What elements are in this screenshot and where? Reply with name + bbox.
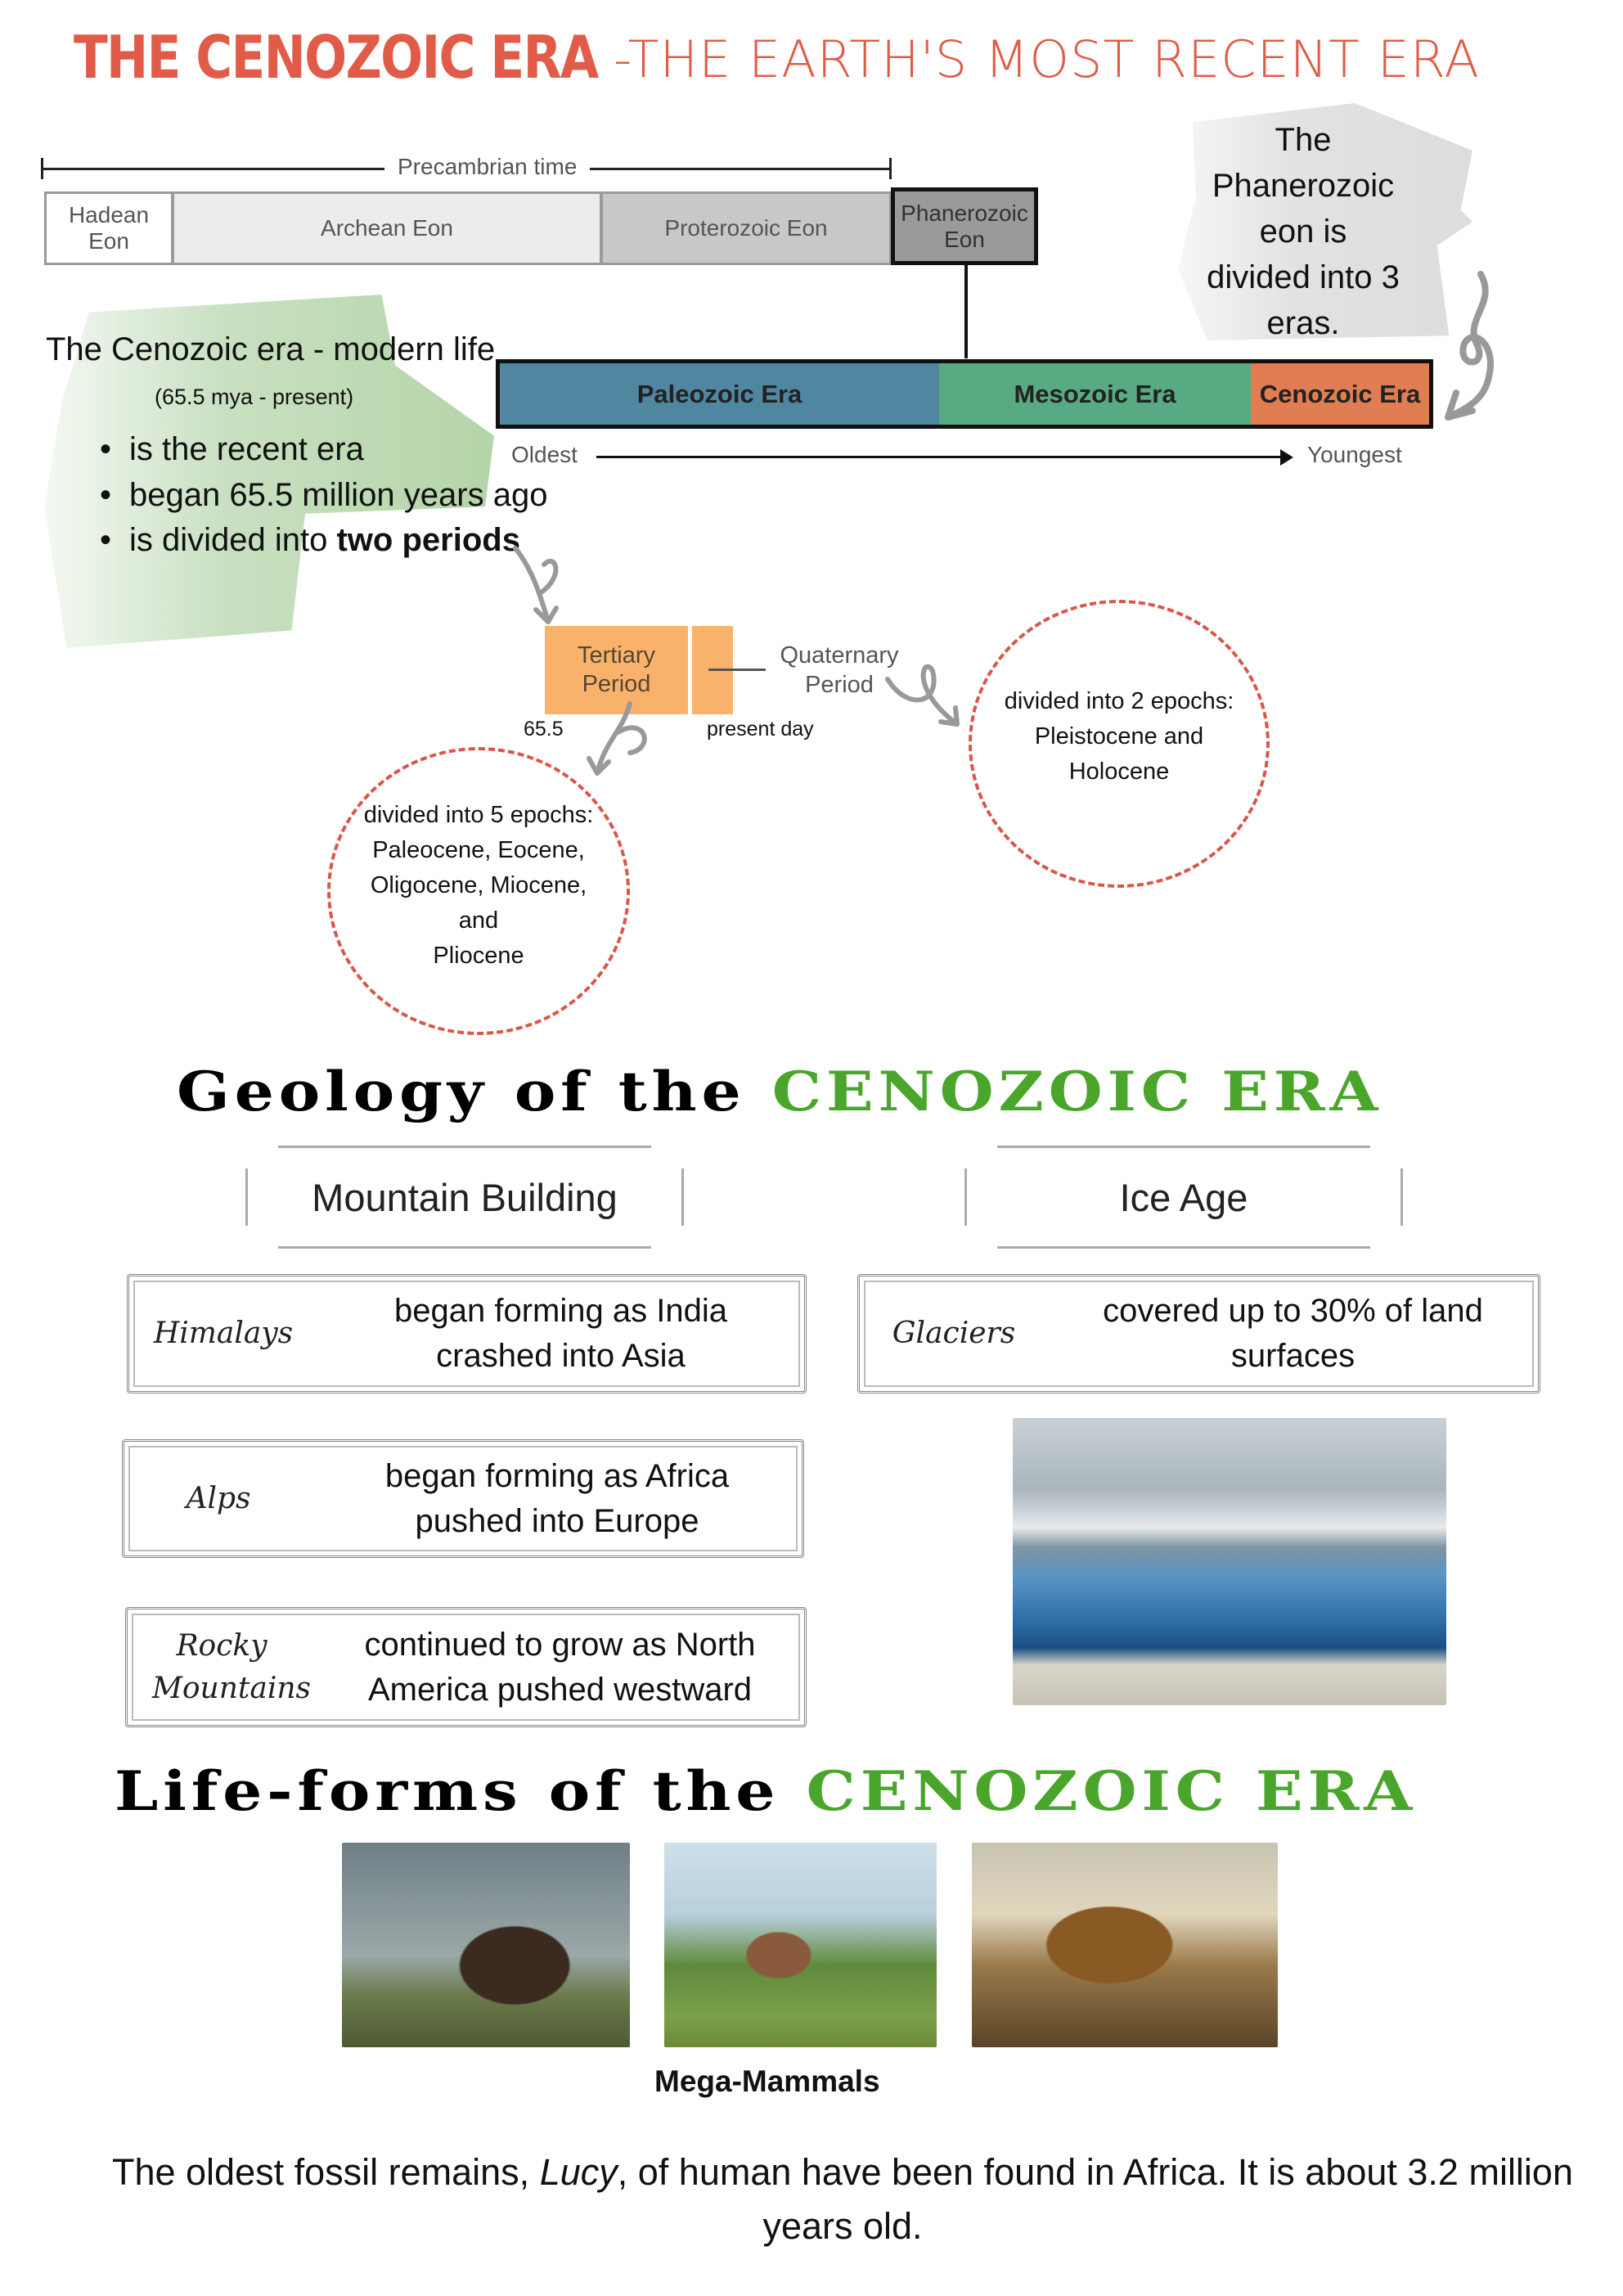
arrow-head-icon bbox=[1280, 449, 1293, 466]
curly-arrow-icon bbox=[513, 546, 559, 624]
curly-arrow-icon bbox=[1445, 271, 1494, 421]
cenozoic-range: (65.5 mya - present) bbox=[155, 385, 354, 409]
era-mesozoic: Mesozoic Era bbox=[939, 363, 1251, 425]
curly-arrow-icon bbox=[587, 701, 647, 776]
tab-ice-age: Ice Age bbox=[964, 1146, 1403, 1249]
card-desc: began forming as India crashed into Asia bbox=[394, 1293, 727, 1374]
life-heading: Life-forms of the CENOZOIC ERA bbox=[115, 1759, 1417, 1823]
bullet-text: is divided into bbox=[129, 522, 337, 558]
geology-heading: Geology of the CENOZOIC ERA bbox=[177, 1060, 1382, 1123]
footer-lucy: Lucy bbox=[539, 2151, 618, 2193]
note-line: eras. bbox=[1266, 305, 1340, 341]
connector-line bbox=[964, 265, 968, 358]
card-label: Glaciers bbox=[892, 1317, 1016, 1350]
card-desc: began forming as Africa pushed into Euro… bbox=[384, 1457, 730, 1539]
bullet-item: is divided into two periods bbox=[100, 522, 520, 559]
footer-text: The oldest fossil remains, Lucy, of huma… bbox=[65, 2145, 1620, 2253]
tertiary-epochs-text: divided into 5 epochs: Paleocene, Eocene… bbox=[327, 798, 630, 974]
sabertooth-image bbox=[972, 1843, 1278, 2047]
period-end: present day bbox=[707, 718, 814, 741]
heading-green: CENOZOIC ERA bbox=[806, 1759, 1417, 1823]
heading-black: Geology of the bbox=[177, 1060, 746, 1123]
tab-label: Ice Age bbox=[1119, 1175, 1248, 1219]
card-label: Himalays bbox=[153, 1317, 294, 1350]
era-cenozoic: Cenozoic Era bbox=[1251, 363, 1429, 425]
card-label: Alps bbox=[186, 1481, 251, 1515]
era-bar: Paleozoic Era Mesozoic Era Cenozoic Era bbox=[496, 359, 1433, 429]
epoch-line: Oligocene, Miocene, bbox=[370, 872, 587, 898]
card-desc: covered up to 30% of land surfaces bbox=[1103, 1293, 1483, 1374]
epoch-line: and bbox=[458, 907, 499, 934]
cenozoic-heading: The Cenozoic era - modern life bbox=[46, 331, 496, 367]
epoch-line: divided into 5 epochs: bbox=[363, 802, 594, 828]
period-start: 65.5 bbox=[524, 718, 564, 741]
tab-mountain-building: Mountain Building bbox=[245, 1146, 684, 1249]
footer-part: , of human have been found in Africa. It… bbox=[617, 2151, 1573, 2247]
mountain-card: Himalays began forming as India crashed i… bbox=[127, 1274, 807, 1393]
time-arrow bbox=[596, 456, 1284, 458]
note-line: eon is bbox=[1259, 214, 1347, 250]
bullet-item: began 65.5 million years ago bbox=[100, 477, 547, 514]
epoch-line: Pliocene bbox=[433, 943, 524, 969]
note-line: The Phanerozoic bbox=[1212, 122, 1395, 204]
phanerozoic-note: The Phanerozoic eon is divided into 3 er… bbox=[1180, 117, 1426, 346]
note-line: divided into 3 bbox=[1207, 259, 1400, 295]
mammoth-image bbox=[342, 1843, 630, 2047]
card-desc: continued to grow as North America pushe… bbox=[364, 1626, 756, 1708]
heading-green: CENOZOIC ERA bbox=[771, 1060, 1383, 1123]
bullet-item: is the recent era bbox=[100, 431, 364, 468]
tertiary-epochs-circle bbox=[327, 747, 630, 1035]
eon-phanerozoic: Phanerozoic Eon bbox=[891, 187, 1038, 265]
footer-part: The oldest fossil remains, bbox=[111, 2151, 540, 2193]
quaternary-label: Quaternary Period bbox=[780, 642, 899, 698]
title-sub: -THE EARTH'S MOST RECENT ERA bbox=[614, 29, 1480, 89]
page-title: THE CENOZOIC ERA -THE EARTH'S MOST RECEN… bbox=[74, 23, 1479, 92]
glacier-image bbox=[1013, 1418, 1446, 1705]
gray-brush-bg bbox=[1178, 103, 1472, 340]
oldest-label: Oldest bbox=[511, 442, 578, 467]
bullet-bold: two periods bbox=[336, 522, 520, 558]
quaternary-line bbox=[708, 669, 766, 671]
tertiary-period: Tertiary Period bbox=[545, 626, 688, 714]
epoch-line: Holocene bbox=[1068, 759, 1170, 785]
card-label: Rocky Mountains bbox=[152, 1628, 312, 1705]
ground-sloth-image bbox=[664, 1843, 937, 2047]
curly-arrow-icon bbox=[885, 664, 960, 727]
quaternary-epochs-text: divided into 2 epochs: Pleistocene and H… bbox=[969, 684, 1270, 790]
youngest-label: Youngest bbox=[1307, 442, 1402, 467]
ice-card: Glaciers covered up to 30% of land surfac… bbox=[857, 1274, 1540, 1393]
eon-proterozoic: Proterozoic Eon bbox=[600, 191, 892, 265]
epoch-line: divided into 2 epochs: bbox=[1004, 688, 1234, 714]
tab-label: Mountain Building bbox=[312, 1175, 618, 1219]
precambrian-label: Precambrian time bbox=[384, 154, 591, 180]
mountain-card: Rocky Mountains continued to grow as Nort… bbox=[125, 1607, 807, 1727]
quaternary-epochs-circle bbox=[969, 600, 1270, 888]
title-main: THE CENOZOIC ERA bbox=[74, 23, 599, 92]
mountain-card: Alps began forming as Africa pushed into … bbox=[122, 1439, 804, 1558]
era-paleozoic: Paleozoic Era bbox=[500, 363, 939, 425]
mega-mammals-caption: Mega-Mammals bbox=[654, 2064, 880, 2098]
epoch-line: Pleistocene and bbox=[1034, 723, 1204, 750]
eon-hadean: Hadean Eon bbox=[44, 191, 173, 265]
epoch-line: Paleocene, Eocene, bbox=[372, 837, 585, 863]
eon-archean: Archean Eon bbox=[172, 191, 602, 265]
heading-black: Life-forms of the bbox=[115, 1759, 780, 1823]
